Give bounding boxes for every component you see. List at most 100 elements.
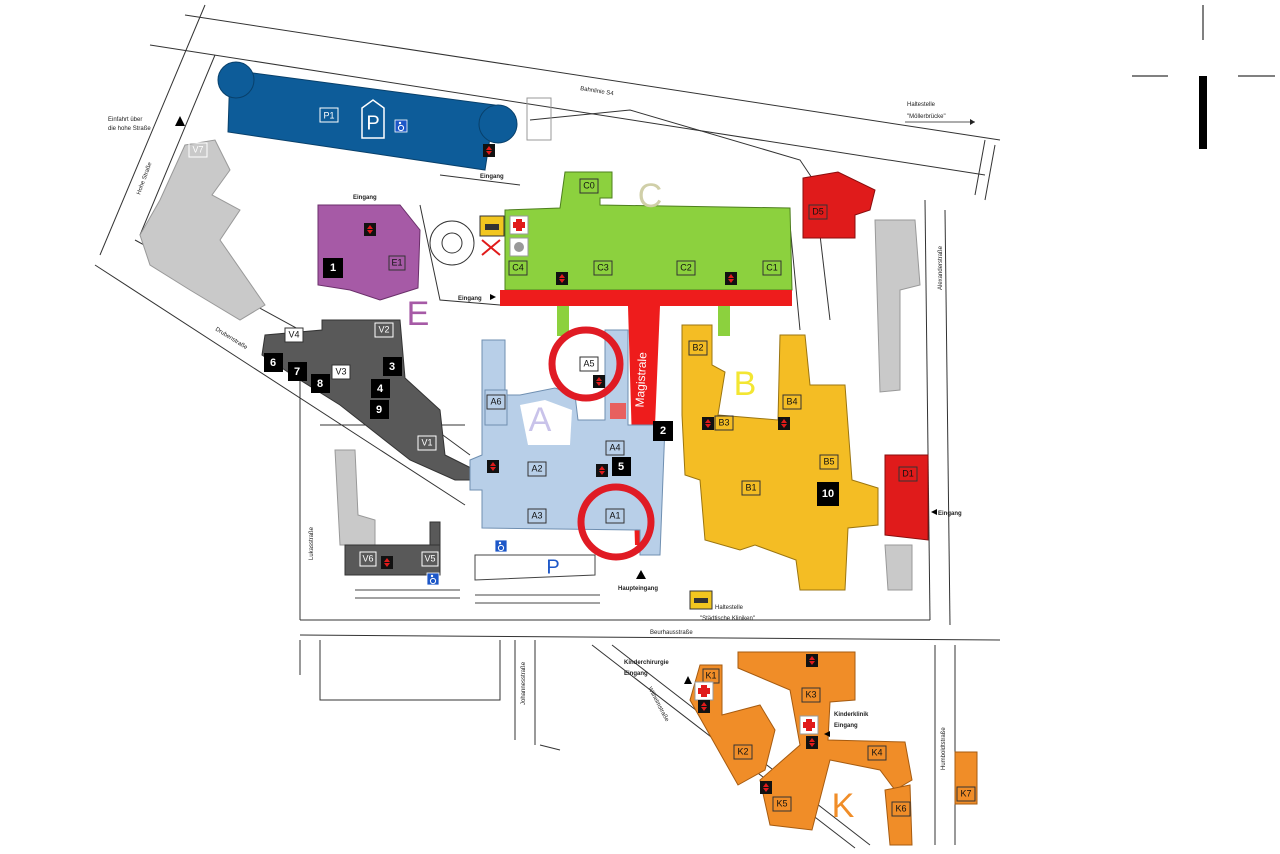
building-label-v5: V5 <box>424 553 435 563</box>
kinderchirurgie-label-2: Eingang <box>624 671 648 677</box>
zone-e-building[interactable]: E1 1 <box>317 204 421 301</box>
taxi-icon <box>479 215 505 237</box>
building-label-k1: K1 <box>705 670 716 680</box>
drubenstrasse-label: Drubenstraße <box>214 327 249 352</box>
building-label-k2: K2 <box>737 746 748 756</box>
haupteingang-label: Haupteingang <box>618 586 658 592</box>
elevator-icon <box>698 700 710 713</box>
building-label-b1: B1 <box>745 482 756 492</box>
zone-v-buildings[interactable]: V2 V4 V3 V1 V6 V5 <box>261 319 476 576</box>
building-label-k4: K4 <box>871 747 882 757</box>
johannesstrasse-label: Johannesstraße <box>521 661 527 705</box>
elevator-icon <box>556 272 568 285</box>
elevator-icon <box>487 460 499 473</box>
zone-a-building[interactable]: A5 A6 A2 A3 A4 A1 <box>469 329 666 556</box>
building-label-b2: B2 <box>692 342 703 352</box>
kinderklinik-label-2: Eingang <box>834 723 858 729</box>
zone-b-building[interactable]: B2 B3 B4 B5 B1 10 <box>681 324 879 591</box>
wheelchair-icon <box>494 539 508 553</box>
elevator-icon <box>778 417 790 430</box>
eingang-p1-label: Eingang <box>480 174 504 180</box>
taxi-icon <box>689 590 713 610</box>
zone-letter-k: K <box>832 787 855 825</box>
number-markers-a: 2 5 <box>612 421 673 476</box>
building-label-c1: C1 <box>766 262 778 272</box>
beurhausstrasse-label: Beurhausstraße <box>650 630 693 636</box>
building-label-b4: B4 <box>786 396 797 406</box>
parking-letter-bottom: P <box>546 556 559 578</box>
kinderchirurgie-label-1: Kinderchirurgie <box>624 660 669 666</box>
elevator-icon <box>760 781 772 794</box>
helipad-icon <box>509 237 529 257</box>
parking-garage-p1[interactable]: P1 P <box>217 61 518 171</box>
zone-letter-a: A <box>529 401 552 439</box>
eingang-e-label: Eingang <box>353 195 377 201</box>
haltestelle-bottom-label-1: Haltestelle <box>715 605 744 611</box>
building-label-v3: V3 <box>335 366 346 376</box>
parking-letter-top: P <box>366 112 379 134</box>
haltestelle-top-label-1: Haltestelle <box>907 102 936 108</box>
building-label-b5: B5 <box>823 456 834 466</box>
building-label-e1: E1 <box>391 257 402 267</box>
eingang-c-label: Eingang <box>458 296 482 302</box>
lukasstrasse-label: Lukasstraße <box>309 526 315 560</box>
building-label-v4: V4 <box>288 329 299 339</box>
elevator-icon <box>806 654 818 667</box>
highlight-ring-a5 <box>548 326 624 402</box>
number-6: 6 <box>270 357 276 369</box>
number-9: 9 <box>376 404 382 416</box>
haltestelle-bottom-label-2: "Städtische Kliniken" <box>700 616 755 622</box>
parking-lot-bottom[interactable]: P <box>355 554 600 604</box>
north-marker <box>1132 5 1275 149</box>
number-2: 2 <box>660 425 666 437</box>
number-5: 5 <box>618 461 624 473</box>
building-label-k3: K3 <box>805 689 816 699</box>
building-label-v2: V2 <box>378 324 389 334</box>
wheelchair-icon <box>426 572 440 586</box>
elevator-icon <box>381 556 393 569</box>
building-label-p1: P1 <box>323 110 334 120</box>
number-8: 8 <box>317 378 323 390</box>
elevator-icon <box>702 417 714 430</box>
building-label-a2: A2 <box>531 463 542 473</box>
alexanderstrasse-label: Alexanderstraße <box>938 245 944 290</box>
building-label-k7: K7 <box>960 788 971 798</box>
number-markers-v: 6 7 8 3 4 9 <box>264 353 402 419</box>
building-label-v1: V1 <box>421 437 432 447</box>
elevator-icon <box>483 144 495 157</box>
zone-letter-b: B <box>734 365 757 403</box>
number-1: 1 <box>330 262 336 274</box>
building-label-d5: D5 <box>812 206 824 216</box>
building-label-a5: A5 <box>583 358 594 368</box>
einfahrt-label-1: Einfahrt über <box>108 117 142 123</box>
hohe-strasse-label: Hohe Straße <box>136 161 153 196</box>
building-label-b3: B3 <box>718 417 729 427</box>
zone-d1-building[interactable]: D1 <box>884 454 929 541</box>
first-aid-icon <box>694 681 714 701</box>
building-label-a4: A4 <box>609 442 620 452</box>
zone-d5-building[interactable]: D5 <box>802 171 876 239</box>
other-buildings <box>139 97 921 591</box>
building-label-d1: D1 <box>902 468 914 478</box>
elevator-icon <box>596 464 608 477</box>
building-label-k6: K6 <box>895 803 906 813</box>
building-label-c4: C4 <box>512 262 524 272</box>
number-4: 4 <box>377 383 384 395</box>
building-label-k5: K5 <box>776 798 787 808</box>
building-label-a3: A3 <box>531 510 542 520</box>
building-label-v6: V6 <box>362 553 373 563</box>
humboldtstrasse-label: Humboldtstraße <box>941 727 947 770</box>
number-10: 10 <box>822 488 834 500</box>
building-label-c3: C3 <box>597 262 609 272</box>
building-label-c2: C2 <box>680 262 692 272</box>
zone-letter-e: E <box>407 295 430 333</box>
elevator-icon <box>364 223 376 236</box>
haltestelle-top-label-2: "Möllerbrücke" <box>907 114 946 120</box>
first-aid-icon <box>799 715 819 735</box>
kinderklinik-label-1: Kinderklinik <box>834 712 869 718</box>
elevator-icon <box>806 736 818 749</box>
highlight-ring-a1 <box>577 483 655 561</box>
zone-c-building[interactable]: C0 C4 C3 C2 C1 <box>504 171 793 291</box>
wilhelmstrasse-label: Wilhelmstraße <box>646 686 670 723</box>
building-label-a6: A6 <box>490 396 501 406</box>
